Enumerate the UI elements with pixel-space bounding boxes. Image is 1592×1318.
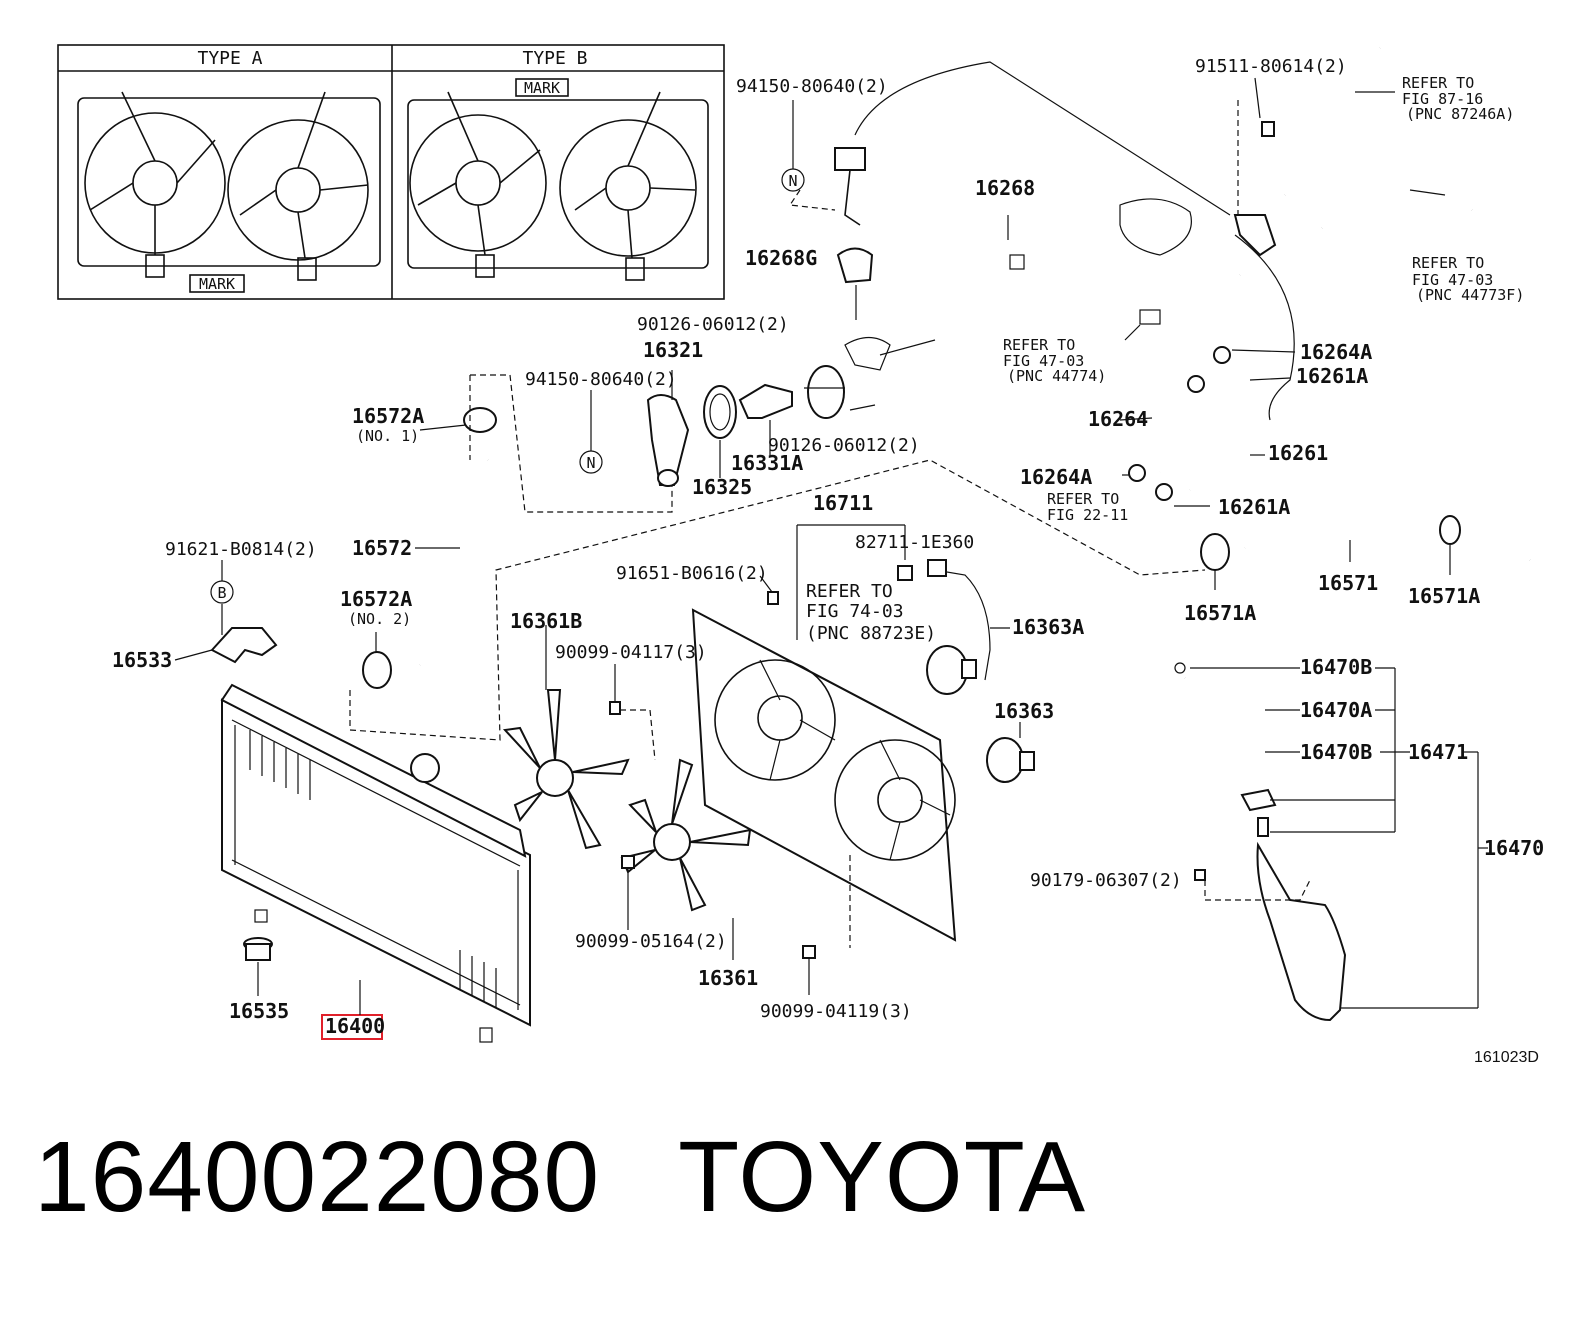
label-refer-47-03r-c: (PNC 44773F) — [1416, 286, 1524, 304]
label-16470B-a: 16470B — [1300, 655, 1372, 679]
mark-b-label: MARK — [524, 79, 560, 97]
label-refer-47-03m-c: (PNC 44774) — [1007, 367, 1106, 385]
label-refer-74-03-a: REFER TO — [806, 581, 893, 602]
label-16470: 16470 — [1484, 836, 1544, 860]
label-refer-47-03r-b: FIG 47-03 — [1412, 271, 1493, 289]
part-number: 1640022080 — [34, 1121, 601, 1233]
label-94150-mid: 94150-80640(2) — [525, 369, 677, 390]
dashed-guides — [349, 100, 1311, 948]
label-16711: 16711 — [813, 491, 873, 515]
label-91511: 91511-80614(2) — [1195, 56, 1347, 77]
label-90099-05164: 90099-05164(2) — [575, 931, 727, 952]
label-16533: 16533 — [112, 648, 172, 672]
label-16264A-a: 16264A — [1300, 340, 1372, 364]
bracket-16533 — [174, 604, 278, 664]
label-94150-top: 94150-80640(2) — [736, 76, 888, 97]
label-refer-22-11-a: REFER TO — [1047, 490, 1119, 508]
figure-code: 161023D — [1474, 1049, 1539, 1066]
b-marker-1: B — [217, 584, 226, 602]
mark-a-label: MARK — [199, 275, 235, 293]
engine-outline — [844, 61, 1295, 421]
cushion-16535 — [243, 937, 273, 996]
label-16571A-a: 16571A — [1184, 601, 1256, 625]
type-a-fan-shroud — [77, 91, 381, 281]
label-16471: 16471 — [1408, 740, 1468, 764]
fan-16361 — [620, 758, 752, 960]
label-16572A-1-no: (NO. 1) — [356, 427, 419, 445]
label-90126-a: 90126-06012(2) — [637, 314, 789, 335]
fan-motor-16363 — [986, 722, 1035, 783]
thermostat-group — [646, 365, 845, 487]
label-16470A: 16470A — [1300, 698, 1372, 722]
label-16571: 16571 — [1318, 571, 1378, 595]
label-refer-47-03m-a: REFER TO — [1003, 336, 1075, 354]
label-91651: 91651-B0616(2) — [616, 563, 768, 584]
label-90099-04119: 90099-04119(3) — [760, 1001, 912, 1022]
label-16361B: 16361B — [510, 609, 582, 633]
label-82711: 82711-1E360 — [855, 532, 974, 553]
fan-type-inset: TYPE A TYPE B MARK MARK — [57, 44, 725, 300]
label-16400: 16400 — [325, 1014, 385, 1038]
label-16361: 16361 — [698, 966, 758, 990]
type-b-label: TYPE B — [522, 48, 587, 69]
label-16470B-b: 16470B — [1300, 740, 1372, 764]
label-refer-22-11-b: FIG 22-11 — [1047, 506, 1128, 524]
label-16268G: 16268G — [745, 246, 817, 270]
highlight-16400 — [321, 1014, 383, 1040]
heater-hoses — [1233, 40, 1475, 257]
part-labels: 94150-80640(2) 91511-80614(2) REFER TO F… — [112, 56, 1544, 1066]
radiator-16400 — [220, 683, 531, 1043]
hoses-16264-16261 — [1119, 324, 1296, 507]
label-90179: 90179-06307(2) — [1030, 870, 1182, 891]
type-a-label: TYPE A — [197, 48, 262, 69]
label-90099-04117: 90099-04117(3) — [555, 642, 707, 663]
fan-shroud-16711 — [691, 524, 957, 942]
n-marker-2: N — [586, 454, 595, 472]
label-refer-47-03m-b: FIG 47-03 — [1003, 352, 1084, 370]
label-16261A-b: 16261A — [1218, 495, 1290, 519]
brand-name: TOYOTA — [678, 1121, 1087, 1233]
label-16572A-2: 16572A — [340, 587, 412, 611]
water-pipe-16268 — [834, 147, 1244, 325]
fan-motor-16363A — [897, 559, 1010, 695]
label-refer-74-03-c: (PNC 88723E) — [806, 623, 936, 644]
label-16572A-1: 16572A — [352, 404, 424, 428]
label-refer-74-03-b: FIG 74-03 — [806, 601, 904, 622]
fan-16361B — [502, 625, 630, 850]
label-refer-47-03r-a: REFER TO — [1412, 254, 1484, 272]
hose-16571 — [1200, 488, 1541, 590]
label-16264A-b: 16264A — [1020, 465, 1092, 489]
label-16572: 16572 — [352, 536, 412, 560]
label-refer-87-16-c: (PNC 87246A) — [1406, 105, 1514, 123]
label-16325: 16325 — [692, 475, 752, 499]
label-91621: 91621-B0814(2) — [165, 539, 317, 560]
label-90126-b: 90126-06012(2) — [768, 435, 920, 456]
type-b-fan-shroud — [407, 91, 709, 281]
label-refer-87-16-b: FIG 87-16 — [1402, 90, 1483, 108]
bolts — [609, 575, 1206, 995]
hose-16572 — [362, 407, 506, 689]
label-16571A-b: 16571A — [1408, 584, 1480, 608]
callout-circles: N N B — [210, 100, 805, 604]
label-16535: 16535 — [229, 999, 289, 1023]
label-16331A: 16331A — [731, 451, 803, 475]
label-16572A-2-no: (NO. 2) — [348, 610, 411, 628]
label-16261: 16261 — [1268, 441, 1328, 465]
n-marker-1: N — [788, 172, 797, 190]
label-16363A: 16363A — [1012, 615, 1084, 639]
label-16363: 16363 — [994, 699, 1054, 723]
parts-diagram: TYPE A TYPE B MARK MARK — [57, 40, 1545, 1066]
label-16321: 16321 — [643, 338, 703, 362]
reservoir-16470 — [1174, 662, 1488, 1022]
label-16268: 16268 — [975, 176, 1035, 200]
label-refer-87-16-a: REFER TO — [1402, 74, 1474, 92]
caption: 1640022080 TOYOTA — [34, 1120, 1164, 1235]
label-16264: 16264 — [1088, 407, 1148, 431]
label-16261A-a: 16261A — [1296, 364, 1368, 388]
